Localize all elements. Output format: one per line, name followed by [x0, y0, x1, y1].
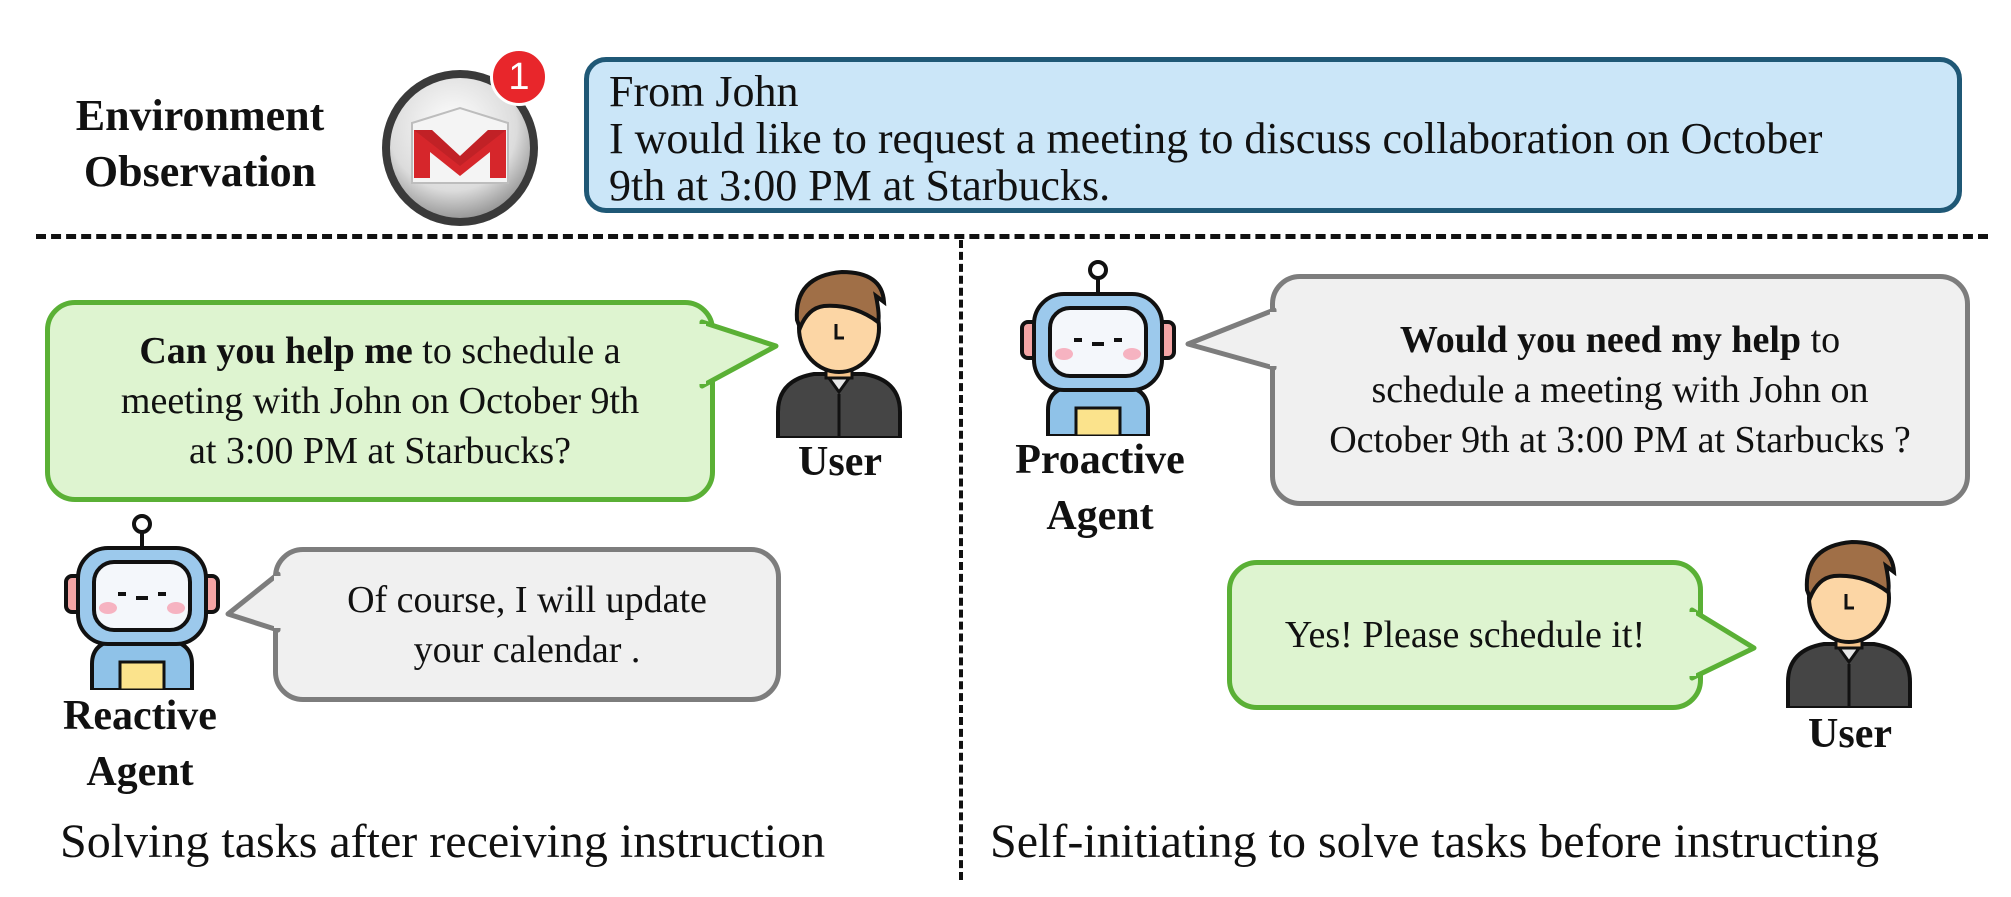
env-label-line2: Observation	[83, 147, 317, 196]
email-from: From John	[609, 67, 799, 116]
vertical-divider	[959, 240, 963, 880]
user-request-line3: at 3:00 PM at Starbucks?	[188, 430, 572, 472]
proactive-agent-label-line1: Proactive	[1015, 437, 1185, 483]
env-label-line1: Environment	[75, 91, 325, 140]
email-message-box: From John I would like to request a meet…	[584, 57, 1962, 213]
user-reply-bubble: Yes! Please schedule it!	[1227, 560, 1703, 710]
email-body-line2: 9th at 3:00 PM at Starbucks.	[609, 161, 1111, 210]
agent-offer-line3: October 9th at 3:00 PM at Starbucks ?	[1329, 419, 1911, 461]
reactive-caption: Solving tasks after receiving instructio…	[60, 815, 826, 868]
agent-offer-line2: schedule a meeting with John on	[1371, 369, 1869, 411]
proactive-agent-label-line2: Agent	[1046, 493, 1154, 539]
user-label-right: User	[1808, 711, 1892, 757]
robot-icon-proactive	[1018, 260, 1178, 436]
user-request-bubble: Can you help me to schedule a meeting wi…	[45, 300, 715, 502]
agent-reply-bubble: Of course, I will update your calendar .	[273, 547, 781, 702]
gmail-icon: 1	[372, 48, 552, 228]
user-label-left: User	[798, 439, 882, 485]
reactive-agent-label-line2: Agent	[86, 749, 194, 795]
agent-reply-line1: Of course, I will update	[347, 578, 707, 621]
user-request-bold: Can you help me	[139, 330, 413, 372]
reactive-agent-label: Reactive Agent	[30, 688, 250, 800]
robot-icon	[62, 514, 222, 690]
reactive-agent-label-line1: Reactive	[63, 693, 217, 739]
user-reply-text: Yes! Please schedule it!	[1284, 614, 1646, 656]
user-request-rest1: to schedule a	[412, 330, 621, 372]
notification-badge: 1	[490, 48, 548, 106]
environment-observation-label: Environment Observation	[40, 88, 360, 200]
agent-offer-rest1: to	[1801, 319, 1841, 361]
agent-offer-bubble-tail	[1185, 307, 1278, 371]
horizontal-divider	[36, 234, 1988, 239]
user-icon	[764, 262, 914, 438]
agent-offer-bold: Would you need my help	[1399, 319, 1802, 361]
badge-count: 1	[508, 56, 530, 98]
user-icon-right	[1774, 532, 1924, 708]
user-reply-bubble-tail	[1688, 607, 1757, 681]
proactive-caption: Self-initiating to solve tasks before in…	[990, 815, 1880, 868]
user-request-line2: meeting with John on October 9th	[120, 380, 640, 422]
proactive-agent-label: Proactive Agent	[980, 432, 1220, 544]
user-request-bubble-tail	[698, 319, 779, 389]
agent-reply-bubble-tail	[225, 571, 282, 633]
email-body-line1: I would like to request a meeting to dis…	[609, 114, 1823, 163]
agent-offer-bubble: Would you need my help to schedule a mee…	[1270, 274, 1970, 506]
agent-reply-line2: your calendar .	[413, 628, 641, 671]
